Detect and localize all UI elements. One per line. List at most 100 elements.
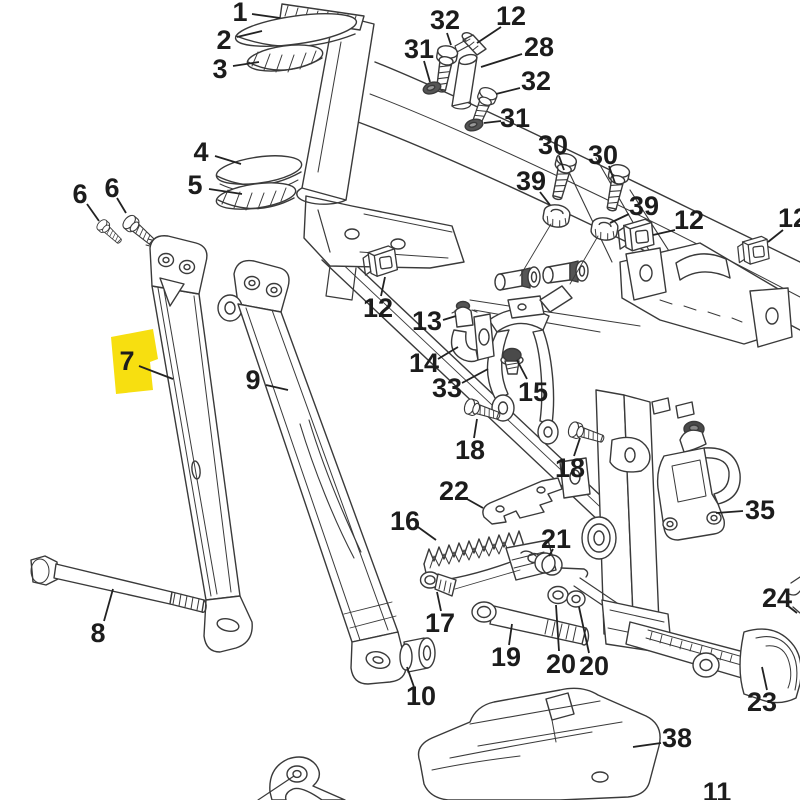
leader-line <box>442 315 457 321</box>
callout-part-6-left[interactable]: 6 <box>72 179 100 222</box>
leader-line <box>436 591 442 612</box>
assembly-axis-lines <box>519 223 599 285</box>
part-number-label: 2 <box>216 25 231 55</box>
callout-part-30-right[interactable]: 30 <box>588 140 618 184</box>
leader-line <box>232 61 260 67</box>
shock-mount-23 <box>739 628 800 704</box>
part-number-label: 28 <box>524 32 554 62</box>
part-number-label: 16 <box>390 506 420 536</box>
leader-line <box>578 606 590 654</box>
part-number-label: 33 <box>432 373 462 403</box>
bolt-30-right <box>600 162 632 214</box>
callout-part-17-a[interactable]: 17 <box>425 591 455 638</box>
callout-part-12-mid[interactable]: 12 <box>652 205 704 236</box>
leader-line <box>558 155 565 171</box>
steering-head-tube <box>296 13 375 205</box>
part-number-label: 12 <box>496 1 526 31</box>
leader-line <box>116 197 127 214</box>
callout-part-13-a[interactable]: 13 <box>412 306 457 336</box>
part-number-label: 13 <box>412 306 442 336</box>
callout-part-7-highlighted[interactable]: 7 <box>111 329 174 394</box>
part-number-label: 20 <box>579 651 609 681</box>
part-number-label: 18 <box>555 453 585 483</box>
part-number-label: 14 <box>409 348 439 378</box>
part-number-label: 19 <box>491 642 521 672</box>
part-number-label: 11 <box>703 777 732 800</box>
callout-part-6-right[interactable]: 6 <box>104 173 127 214</box>
part-number-label: 15 <box>518 377 548 407</box>
part-number-label: 30 <box>588 140 618 170</box>
callout-part-39-right[interactable]: 39 <box>609 191 659 224</box>
callout-part-12-right-edge[interactable]: 12 <box>767 203 800 243</box>
callout-part-11-a[interactable]: 11 <box>703 777 732 800</box>
leader-line <box>423 60 431 83</box>
callout-part-15-a[interactable]: 15 <box>516 359 548 407</box>
callout-part-3-a[interactable]: 3 <box>212 54 260 84</box>
leader-line <box>761 666 768 691</box>
callout-part-9-a[interactable]: 9 <box>245 365 289 395</box>
leader-line <box>214 155 242 165</box>
leader-line <box>632 742 662 748</box>
callout-part-18-left[interactable]: 18 <box>455 418 485 465</box>
callout-part-21-a[interactable]: 21 <box>541 524 571 557</box>
edge-piece-24 <box>788 576 800 614</box>
callout-part-2-a[interactable]: 2 <box>216 25 263 55</box>
callout-part-30-left[interactable]: 30 <box>538 130 568 171</box>
callout-part-10-a[interactable]: 10 <box>406 666 436 711</box>
callout-part-12-top[interactable]: 12 <box>476 1 526 44</box>
leader-line <box>516 359 528 380</box>
frame-mount-spools <box>469 260 641 333</box>
leader-line <box>208 188 243 195</box>
subframe-bracket-33 <box>486 285 573 445</box>
leader-line <box>265 384 289 391</box>
part-number-label: 6 <box>104 173 119 203</box>
part-number-label: 12 <box>778 203 800 233</box>
lower-bearing-5 <box>215 182 297 211</box>
part-number-label: 22 <box>439 476 469 506</box>
leader-line <box>495 87 521 95</box>
callout-part-18-right[interactable]: 18 <box>555 437 585 483</box>
leader-line <box>251 13 281 19</box>
leader-line <box>483 120 502 124</box>
part-number-label: 20 <box>546 649 576 679</box>
leader-line <box>417 526 437 541</box>
callout-part-14-a[interactable]: 14 <box>409 346 459 378</box>
bolt-6-left <box>94 217 125 247</box>
callout-part-32-upper[interactable]: 32 <box>430 5 460 46</box>
callout-part-38-a[interactable]: 38 <box>632 723 692 753</box>
part-number-label: 32 <box>430 5 460 35</box>
callout-part-33-a[interactable]: 33 <box>432 368 489 403</box>
callout-part-5-a[interactable]: 5 <box>187 170 243 200</box>
callout-part-23-a[interactable]: 23 <box>747 666 777 717</box>
leader-line <box>406 666 415 688</box>
rear-engine-mount-bracket <box>619 242 793 348</box>
callout-part-19-a[interactable]: 19 <box>491 623 521 672</box>
callout-part-8-a[interactable]: 8 <box>90 588 114 648</box>
callout-part-28-a[interactable]: 28 <box>480 32 554 68</box>
leader-line <box>539 191 551 206</box>
part-number-label: 30 <box>538 130 568 160</box>
part-number-label: 12 <box>363 293 393 323</box>
part-number-label: 35 <box>745 495 775 525</box>
callout-part-31-lower[interactable]: 31 <box>483 103 530 133</box>
callout-part-32-lower[interactable]: 32 <box>495 66 551 96</box>
leader-line <box>715 510 744 514</box>
callout-part-22-a[interactable]: 22 <box>439 476 484 509</box>
callout-part-39-left[interactable]: 39 <box>516 166 551 206</box>
leader-line <box>446 32 452 46</box>
callout-part-20-right[interactable]: 20 <box>578 606 609 681</box>
callout-part-24-a[interactable]: 24 <box>762 583 798 614</box>
leader-line <box>480 53 523 68</box>
part-number-label: 12 <box>674 205 704 235</box>
callout-part-20-left[interactable]: 20 <box>546 604 576 679</box>
callout-part-12-left-clip[interactable]: 12 <box>363 276 393 323</box>
part-number-label: 39 <box>629 191 659 221</box>
washer-20-right <box>566 590 586 608</box>
callout-part-16-a[interactable]: 16 <box>390 506 437 541</box>
callout-part-31-upper[interactable]: 31 <box>404 34 434 83</box>
callout-part-4-a[interactable]: 4 <box>193 137 242 167</box>
callout-part-35-a[interactable]: 35 <box>715 495 775 525</box>
part-number-label: 21 <box>541 524 571 554</box>
leader-line <box>609 213 630 224</box>
callout-part-1-top[interactable]: 1 <box>232 0 281 27</box>
